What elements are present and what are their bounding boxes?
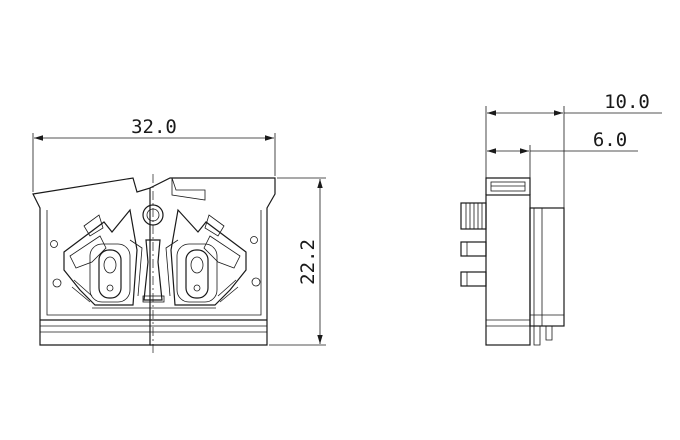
- center-post: [143, 239, 163, 301]
- left-wire-entry: [98, 249, 122, 299]
- mounting-hole-right: [250, 236, 258, 244]
- push-button: [460, 202, 487, 230]
- depth-dimension-partial-label: 6.0: [593, 129, 627, 151]
- width-dimension-label: 32.0: [131, 116, 177, 138]
- left-clamp: [63, 208, 143, 306]
- side-view-body: [485, 194, 531, 346]
- mounting-hole-right-2: [251, 277, 261, 287]
- front-view-outline: [32, 177, 151, 346]
- side-view: [460, 177, 565, 346]
- depth-dimension-overall: 10.0: [485, 91, 662, 208]
- height-dimension: 22.2: [269, 177, 326, 346]
- side-pins: [460, 241, 487, 287]
- front-view: [32, 174, 276, 356]
- right-clamp: [165, 208, 247, 306]
- mounting-hole-left: [50, 240, 58, 248]
- front-view-outline-right: [149, 177, 276, 346]
- mounting-hole-left-2: [52, 278, 62, 288]
- right-wire-entry: [185, 249, 209, 299]
- depth-dimension-overall-label: 10.0: [604, 91, 650, 113]
- depth-dimension-partial: 6.0: [487, 129, 638, 178]
- height-dimension-label: 22.2: [297, 239, 319, 285]
- width-dimension: 32.0: [32, 116, 276, 192]
